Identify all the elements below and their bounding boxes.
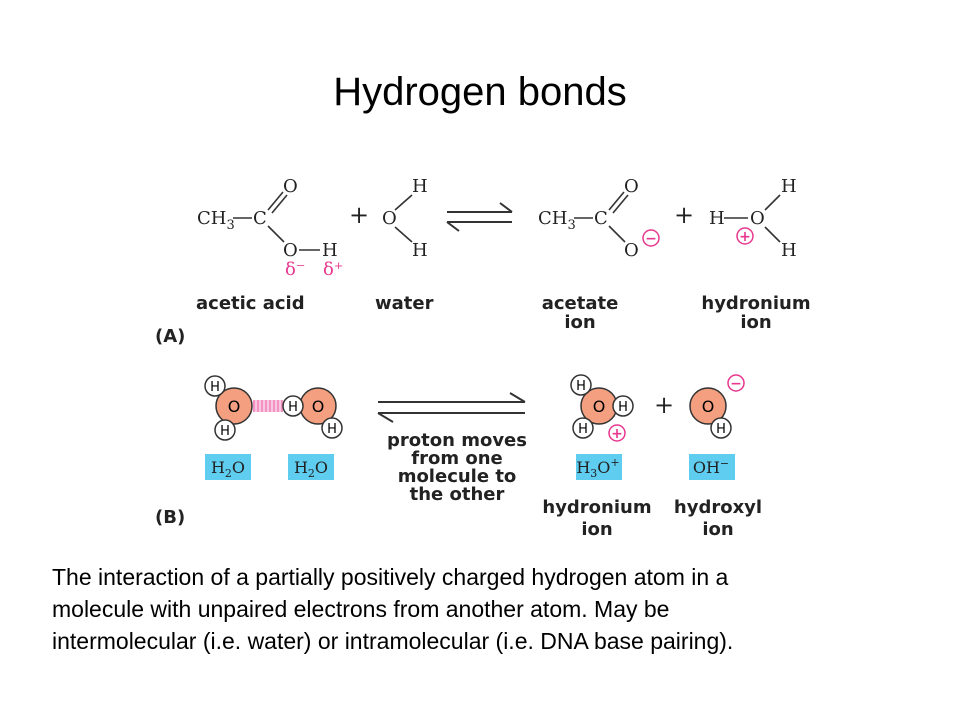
arrow-text-line1: proton moves bbox=[387, 430, 527, 451]
page-title: Hydrogen bonds bbox=[333, 70, 627, 114]
acetic-carbon: C bbox=[253, 208, 267, 229]
hydrogen-symbol: H bbox=[576, 379, 586, 394]
hydronium-charge: + bbox=[739, 229, 751, 245]
hydrogen-symbol: H bbox=[578, 422, 588, 437]
acetate-ch3: CH3 bbox=[538, 208, 576, 233]
arrow-text-line3: molecule to bbox=[398, 466, 517, 487]
oxygen-symbol: O bbox=[593, 397, 606, 416]
hydrogen-atom bbox=[214, 419, 236, 441]
water-oxygen: O bbox=[382, 208, 397, 229]
hydrogen-atom bbox=[612, 395, 634, 417]
hydronium-h-bottom: H bbox=[781, 240, 797, 261]
equilibrium-arrow-a bbox=[446, 202, 513, 232]
hydrogen-atom bbox=[282, 395, 304, 417]
hydronium-oxygen: O bbox=[750, 208, 765, 229]
hydrogen-atom bbox=[572, 417, 594, 439]
hydrogen-atom bbox=[570, 374, 592, 396]
negative-charge-icon bbox=[642, 229, 660, 247]
positive-charge-icon bbox=[736, 227, 754, 245]
delta-plus-label: δ⁺ bbox=[323, 259, 343, 280]
hydronium-structure: H O H H + hydronium ion bbox=[701, 176, 810, 333]
hydroxyl-label-line2: ion bbox=[702, 519, 733, 540]
formula-box bbox=[205, 454, 251, 480]
h2o-formula-2: H2O bbox=[294, 458, 328, 480]
acetic-hydrogen: H bbox=[322, 240, 338, 261]
hydrogen-symbol: H bbox=[618, 400, 628, 415]
equilibrium-arrow-b bbox=[377, 392, 526, 423]
water-structure: H O H water bbox=[375, 176, 434, 314]
acetate-label-line1: acetate bbox=[542, 293, 619, 314]
hydronium-h-top: H bbox=[781, 176, 797, 197]
panel-a: CH3 C O O H δ⁻ δ⁺ acetic acid + H O H wa… bbox=[155, 176, 811, 347]
oh-formula: OH− bbox=[693, 457, 729, 477]
water-h-top: H bbox=[412, 176, 428, 197]
plus-sign-3: + bbox=[654, 391, 674, 419]
oxygen-symbol: O bbox=[312, 397, 325, 416]
acetate-charge: − bbox=[645, 231, 657, 247]
hydrogen-atom bbox=[321, 417, 343, 439]
acetic-acid-structure: CH3 C O O H δ⁻ δ⁺ acetic acid bbox=[196, 176, 343, 314]
delta-minus-label: δ⁻ bbox=[285, 259, 305, 280]
acetic-carbonyl-oxygen: O bbox=[283, 176, 298, 197]
hydronium-molecule: O H H H + bbox=[570, 374, 634, 442]
hydrogen-symbol: H bbox=[288, 400, 298, 415]
water-label: water bbox=[375, 293, 434, 314]
arrow-text-line2: from one bbox=[411, 448, 503, 469]
oxygen-symbol: O bbox=[702, 397, 715, 416]
acetic-hydroxyl-oxygen: O bbox=[283, 240, 298, 261]
hydrogen-symbol: H bbox=[220, 424, 230, 439]
water-molecule-1: O H H bbox=[204, 375, 253, 441]
hydronium-b-label-line1: hydronium bbox=[542, 497, 651, 518]
plus-sign-1: + bbox=[349, 201, 369, 229]
acetate-structure: CH3 C O O − acetate ion bbox=[538, 176, 660, 333]
negative-charge-icon bbox=[727, 374, 745, 392]
hydroxyl-label-line1: hydroxyl bbox=[674, 497, 762, 518]
formula-box bbox=[576, 454, 622, 480]
hydronium-label-line2: ion bbox=[740, 312, 771, 333]
hydrogen-symbol: H bbox=[327, 422, 337, 437]
hydrogen-atom bbox=[204, 375, 226, 397]
hydrogen-bond-dashes bbox=[253, 400, 283, 412]
panel-a-label: (A) bbox=[155, 326, 185, 347]
oxygen-atom bbox=[215, 387, 253, 425]
hydrogen-bond-diagram: CH3 C O O H δ⁻ δ⁺ acetic acid + H O H wa… bbox=[155, 176, 811, 540]
hydroxyl-molecule: O H − bbox=[689, 374, 745, 439]
panel-b: O H H O H H H2O H2O bbox=[155, 374, 762, 540]
formula-box bbox=[689, 454, 735, 480]
acetate-carbonyl-oxygen: O bbox=[624, 176, 639, 197]
water-molecule-2: O H H bbox=[282, 387, 343, 439]
positive-charge-icon bbox=[608, 424, 626, 442]
water-h-bottom: H bbox=[412, 240, 428, 261]
hydronium-b-charge: + bbox=[611, 426, 623, 442]
panel-b-label: (B) bbox=[155, 507, 185, 528]
h2o-formula-1: H2O bbox=[211, 458, 245, 480]
hydronium-h-left: H bbox=[709, 208, 725, 229]
acetate-label-line2: ion bbox=[564, 312, 595, 333]
oxygen-symbol: O bbox=[228, 397, 241, 416]
h3o-formula: H3O+ bbox=[576, 456, 619, 480]
caption-line-1: The interaction of a partially positivel… bbox=[52, 564, 729, 590]
formula-box bbox=[288, 454, 334, 480]
caption-line-2: molecule with unpaired electrons from an… bbox=[52, 596, 670, 622]
hydroxyl-charge: − bbox=[730, 376, 742, 392]
acetate-oxygen: O bbox=[624, 240, 639, 261]
acetic-ch3: CH3 bbox=[197, 208, 235, 233]
acetate-carbon: C bbox=[594, 208, 608, 229]
hydronium-label-line1: hydronium bbox=[701, 293, 810, 314]
hydronium-b-label-line2: ion bbox=[581, 519, 612, 540]
hydrogen-atom bbox=[710, 417, 732, 439]
hydrogen-symbol: H bbox=[210, 380, 220, 395]
arrow-text-line4: the other bbox=[410, 484, 505, 505]
caption: The interaction of a partially positivel… bbox=[52, 561, 922, 657]
hydrogen-symbol: H bbox=[716, 422, 726, 437]
oxygen-atom bbox=[689, 387, 727, 425]
plus-sign-2: + bbox=[674, 201, 694, 229]
caption-line-3: intermolecular (i.e. water) or intramole… bbox=[52, 628, 734, 654]
acetic-acid-label: acetic acid bbox=[196, 293, 305, 314]
